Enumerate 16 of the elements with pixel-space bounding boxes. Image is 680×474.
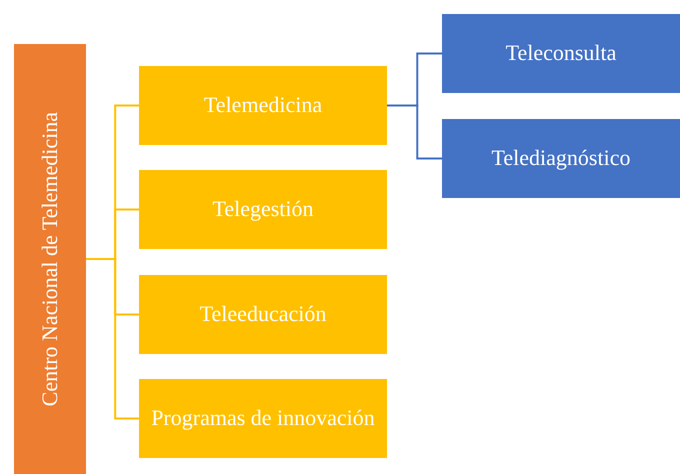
node-label: Telediagnóstico [492, 145, 630, 172]
node-label: Programas de innovación [151, 405, 375, 432]
node-label: Teleconsulta [506, 40, 616, 67]
category-box [139, 379, 387, 458]
connector-line [86, 258, 139, 420]
category-box [139, 66, 387, 145]
subcategory-box [442, 14, 680, 93]
node-label: Telegestión [212, 196, 314, 223]
root-bar [14, 44, 86, 474]
subcategory-box [442, 119, 680, 198]
node-label: Telemedicina [204, 92, 322, 119]
category-box [139, 170, 387, 249]
connector-line [387, 104, 442, 160]
node-label: Centro Nacional de Telemedicina [37, 112, 63, 406]
node-label: Teleeducación [200, 301, 326, 328]
category-box [139, 275, 387, 354]
